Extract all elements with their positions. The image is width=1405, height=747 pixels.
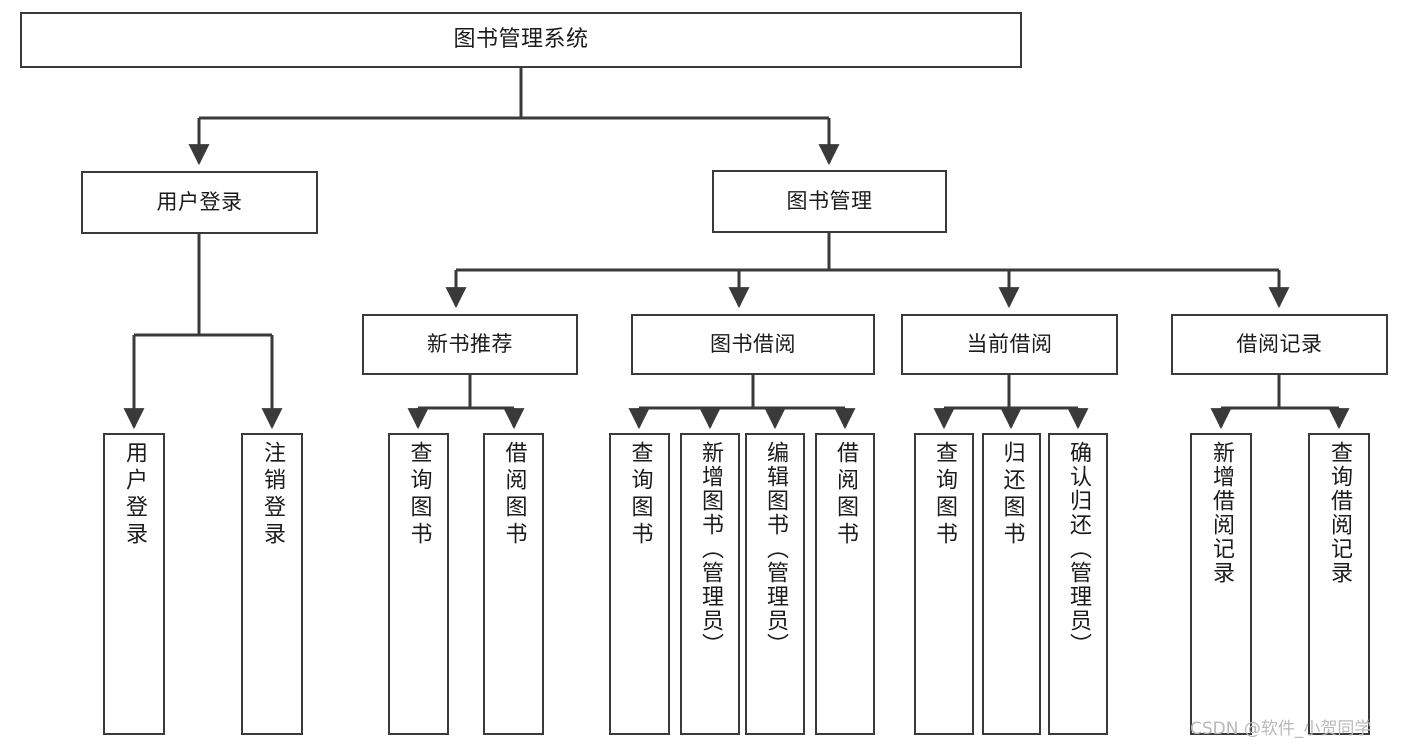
node-label: 注销登录 xyxy=(260,441,285,549)
leaf-add-borrow-record[interactable]: 新增借阅记录 xyxy=(1190,433,1252,735)
node-label: 借阅图书 xyxy=(833,441,858,549)
node-user-login[interactable]: 用户登录 xyxy=(81,171,318,234)
leaf-borrow-book[interactable]: 借阅图书 xyxy=(815,433,875,735)
node-label: 归还图书 xyxy=(999,441,1025,549)
node-label: 图书借阅 xyxy=(710,331,796,356)
leaf-query-borrow-record[interactable]: 查询借阅记录 xyxy=(1308,433,1370,735)
leaf-confirm-return-admin[interactable]: 确认归还（管理员） xyxy=(1048,433,1108,735)
leaf-logout[interactable]: 注销登录 xyxy=(241,433,303,735)
leaf-return-book[interactable]: 归还图书 xyxy=(982,433,1041,735)
leaf-user-login[interactable]: 用户登录 xyxy=(103,433,165,735)
node-label: 新增图书（管理员） xyxy=(698,441,723,657)
node-label: 查询图书 xyxy=(627,441,653,549)
node-label: 用户登录 xyxy=(156,189,243,214)
node-label: 编辑图书（管理员） xyxy=(763,441,788,657)
node-label: 新增借阅记录 xyxy=(1209,441,1234,585)
node-label: 当前借阅 xyxy=(966,331,1053,356)
node-root-system[interactable]: 图书管理系统 xyxy=(20,12,1022,68)
leaf-query-book-borrow[interactable]: 查询图书 xyxy=(609,433,670,735)
leaf-edit-book-admin[interactable]: 编辑图书（管理员） xyxy=(745,433,805,735)
node-new-book-recommend[interactable]: 新书推荐 xyxy=(362,314,578,375)
node-label: 借阅图书 xyxy=(501,441,527,549)
node-label: 查询图书 xyxy=(932,441,957,549)
node-label: 查询借阅记录 xyxy=(1327,441,1352,585)
node-label: 新书推荐 xyxy=(427,331,513,356)
csdn-watermark: CSDN @软件_小贺同学 xyxy=(1190,719,1372,739)
leaf-query-book-current[interactable]: 查询图书 xyxy=(914,433,974,735)
node-book-borrow[interactable]: 图书借阅 xyxy=(631,314,875,375)
leaf-borrow-book-new[interactable]: 借阅图书 xyxy=(483,433,544,735)
leaf-query-book-new[interactable]: 查询图书 xyxy=(388,433,449,735)
node-current-borrow[interactable]: 当前借阅 xyxy=(901,314,1118,375)
node-label: 查询图书 xyxy=(406,441,432,549)
node-label: 确认归还（管理员） xyxy=(1066,441,1091,657)
node-label: 用户登录 xyxy=(122,441,147,549)
node-label: 图书管理 xyxy=(786,188,873,213)
node-label: 图书管理系统 xyxy=(453,26,589,52)
leaf-add-book-admin[interactable]: 新增图书（管理员） xyxy=(680,433,740,735)
node-label: 借阅记录 xyxy=(1236,331,1323,356)
node-borrow-record[interactable]: 借阅记录 xyxy=(1171,314,1388,375)
node-book-management[interactable]: 图书管理 xyxy=(712,170,947,233)
